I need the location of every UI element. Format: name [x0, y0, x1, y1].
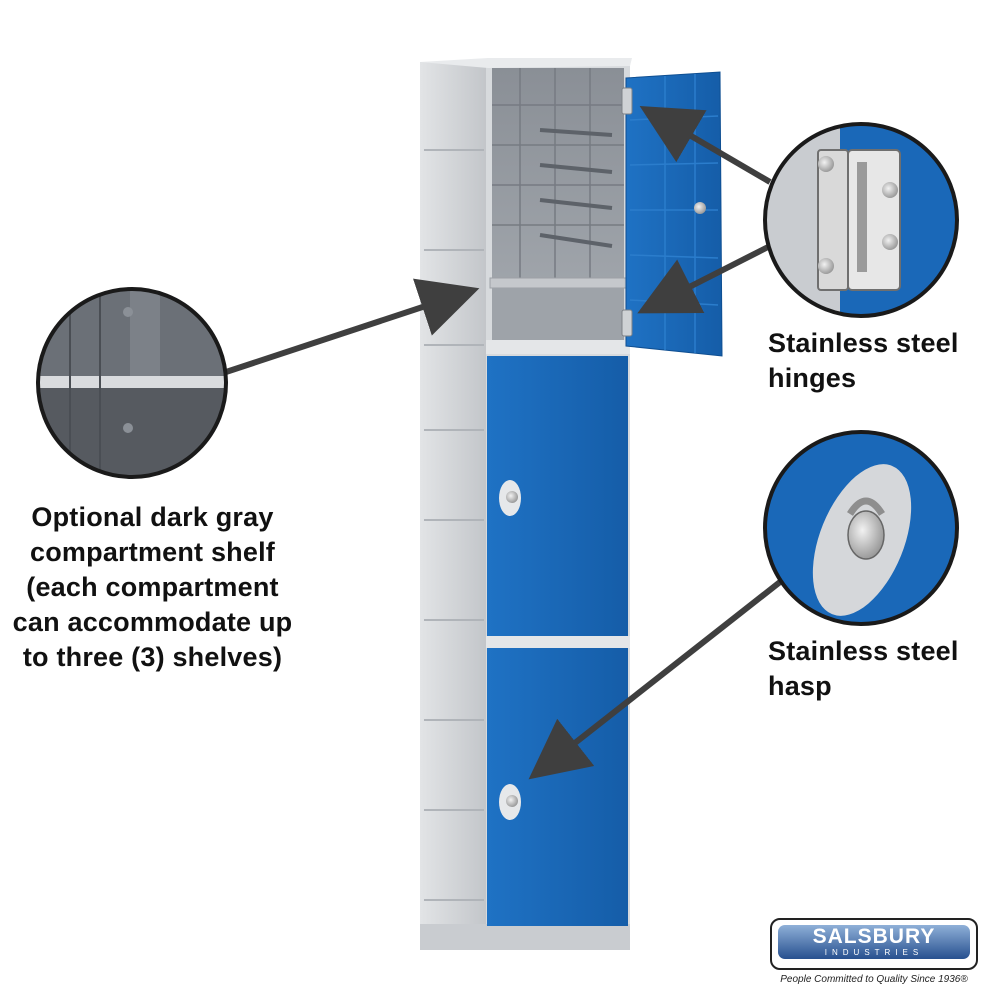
hinges-callout-text: Stainless steel hinges [768, 326, 959, 396]
interior-grid [492, 68, 624, 280]
locker-base [420, 922, 630, 950]
locker-top [420, 58, 632, 68]
hinges-callout-line: Stainless steel [768, 328, 959, 358]
shelf-arrow [225, 278, 480, 375]
bottom-door-hasp [506, 795, 518, 807]
shelf-callout-line: compartment shelf [30, 537, 275, 567]
hinges-callout-line: hinges [768, 363, 857, 393]
logo-subtitle: INDUSTRIES [824, 948, 924, 957]
shelf-callout-line: Optional dark gray [31, 502, 274, 532]
locker-side-panel [420, 62, 488, 924]
hinge-detail-circle [763, 122, 959, 318]
side-panel-ribs [424, 149, 484, 901]
callout-arrows [225, 105, 782, 780]
lower-interior [492, 288, 624, 340]
shelf-callout-line: to three (3) shelves) [22, 642, 283, 672]
shelf-detail-circle [36, 287, 228, 479]
open-top-door [625, 71, 723, 357]
middle-door-hasp [506, 491, 518, 503]
salsbury-logo: SALSBURY INDUSTRIES [770, 918, 978, 970]
logo-name: SALSBURY [812, 925, 936, 948]
hinge-arrow-bottom [637, 243, 772, 314]
hinge-top [621, 87, 633, 115]
shelf-callout-line: (each compartment [26, 572, 279, 602]
hasp-arrow [528, 579, 782, 780]
logo-tagline: People Committed to Quality Since 1936® [780, 974, 968, 985]
compartment-divider-2 [486, 636, 630, 648]
hasp-detail-circle [763, 430, 959, 626]
logo-badge: SALSBURY INDUSTRIES [778, 925, 970, 959]
hasp-callout-line: hasp [768, 671, 832, 701]
coat-hooks [539, 128, 613, 248]
hinge-arrow-top [639, 105, 772, 185]
hinge-bottom [621, 309, 633, 337]
open-door-lock [694, 202, 706, 214]
locker [420, 58, 723, 950]
hasp-callout-line: Stainless steel [768, 636, 959, 666]
shelf-callout-line: can accommodate up [12, 607, 293, 637]
shelf-callout-text: Optional dark gray compartment shelf (ea… [0, 500, 305, 675]
compartment-divider-1 [486, 340, 630, 354]
compartment-shelf [489, 277, 627, 289]
hasp-callout-text: Stainless steel hasp [768, 634, 959, 704]
